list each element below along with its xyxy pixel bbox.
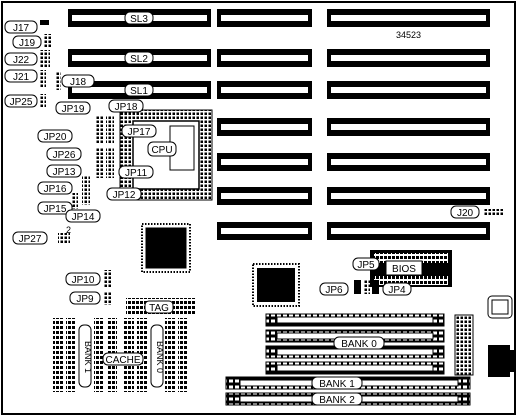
jumper-jp18-label: JP18 — [115, 102, 138, 113]
keyboard-connector — [487, 295, 513, 319]
cpu-socket: CPU — [119, 109, 213, 201]
jumper-jp20-label: JP20 — [44, 132, 67, 143]
cache-bank1-label: BANK 1 — [83, 341, 93, 373]
jumper-jp6: JP6 — [319, 282, 349, 296]
jumper-jp14: JP14 — [65, 209, 101, 223]
jumper-j17-label: J17 — [13, 23, 30, 34]
jumper-j22: J22 — [4, 50, 50, 68]
chipset-chip-2 — [257, 268, 295, 302]
jumper-jp19-label: JP19 — [62, 104, 85, 115]
jumper-j19: J19 — [12, 34, 51, 49]
cpu-jumper-headers — [72, 115, 114, 209]
cache-label-group: CACHE — [102, 352, 144, 366]
jumper-jp15: JP15 — [37, 201, 73, 215]
jumper-jp13: JP13 — [46, 164, 82, 178]
jumper-jp27: JP27 2 — [12, 225, 71, 245]
jumper-jp10: JP10 — [65, 270, 112, 287]
jumper-jp19: JP19 — [55, 101, 91, 115]
jumper-j21-label: J21 — [13, 72, 30, 83]
jumper-j20: J20 — [450, 205, 504, 219]
jumper-jp27-pin-label: 2 — [66, 225, 71, 235]
jumper-jp14-label: JP14 — [72, 212, 95, 223]
jumper-jp4: JP4 — [382, 282, 412, 296]
simm-bank2-label: BANK 2 — [319, 395, 355, 406]
jumper-jp26: JP26 — [46, 147, 82, 161]
jumper-j20-label: J20 — [457, 208, 474, 219]
expansion-slots-middle — [217, 9, 312, 240]
part-number: 34523 — [396, 30, 421, 40]
jumper-jp17-label: JP17 — [128, 127, 151, 138]
slot-label-sl1: SL1 — [124, 83, 154, 97]
jumper-jp10-label: JP10 — [72, 275, 95, 286]
jumper-j22-label: J22 — [13, 55, 30, 66]
bios-chip: BIOS — [370, 250, 452, 287]
jumper-j18-top-label: J18 — [70, 77, 87, 88]
jumper-jp5-label: JP5 — [357, 260, 375, 271]
slot-label-sl1-text: SL1 — [130, 86, 148, 97]
jumper-jp4-label: JP4 — [388, 285, 406, 296]
jumper-jp13-label: JP13 — [53, 167, 76, 178]
jumper-jp11: JP11 — [118, 165, 154, 179]
simm-bank0-label: BANK 0 — [341, 339, 377, 350]
tag-label: TAG — [149, 303, 169, 314]
chipset-chip-1 — [145, 227, 187, 269]
simm-bank-0: BANK 0 — [265, 313, 445, 375]
jumper-jp12: JP12 — [106, 187, 142, 201]
jumper-j17: J17 — [4, 20, 49, 34]
jumper-j21: J21 — [4, 69, 46, 87]
jumper-jp26-label: JP26 — [53, 150, 76, 161]
jumper-jp25-label: JP25 — [10, 97, 33, 108]
jumper-jp12-label: JP12 — [113, 190, 136, 201]
jumper-jp11-label: JP11 — [125, 168, 147, 179]
expansion-slots-right — [327, 9, 490, 240]
cpu-label: CPU — [151, 145, 172, 156]
jumper-jp9-label: JP9 — [76, 294, 94, 305]
jumper-jp6-label: JP6 — [325, 285, 343, 296]
jumper-jp17: JP17 — [121, 124, 157, 138]
jumper-block-jp4-jp6 — [354, 280, 379, 294]
battery-connector — [488, 345, 515, 377]
jumper-jp20: JP20 — [37, 129, 73, 143]
jumper-jp16-label: JP16 — [44, 184, 67, 195]
jumper-jp15-label: JP15 — [44, 204, 67, 215]
slot-label-sl3: SL3 — [124, 11, 154, 25]
bios-label: BIOS — [392, 264, 416, 275]
jumper-jp18: JP18 — [108, 99, 144, 113]
jumper-jp16: JP16 — [37, 181, 73, 195]
jumper-jp5: JP5 — [352, 257, 380, 271]
jumper-jp25: JP25 — [4, 94, 46, 108]
jumper-j19-label: J19 — [19, 38, 36, 49]
jumper-j18-top: J18 — [56, 72, 95, 90]
jumper-jp27-label: JP27 — [19, 234, 42, 245]
slot-label-sl2-text: SL2 — [130, 54, 148, 65]
simm-bank-1: BANK 1 — [225, 376, 471, 390]
chipset-chip-1-pins — [141, 223, 191, 273]
simm-bank1-label: BANK 1 — [319, 379, 355, 390]
power-connector — [454, 314, 474, 376]
tag-chip: TAG — [126, 298, 196, 314]
jumper-jp9: JP9 — [69, 291, 112, 305]
cache-bank0-label: BANK 0 — [155, 341, 165, 373]
simm-bank-2: BANK 2 — [225, 392, 471, 406]
cache-label: CACHE — [105, 355, 140, 366]
chipset-chip-2-pins — [252, 263, 300, 307]
slot-label-sl3-text: SL3 — [130, 14, 148, 25]
slot-label-sl2: SL2 — [124, 51, 154, 65]
